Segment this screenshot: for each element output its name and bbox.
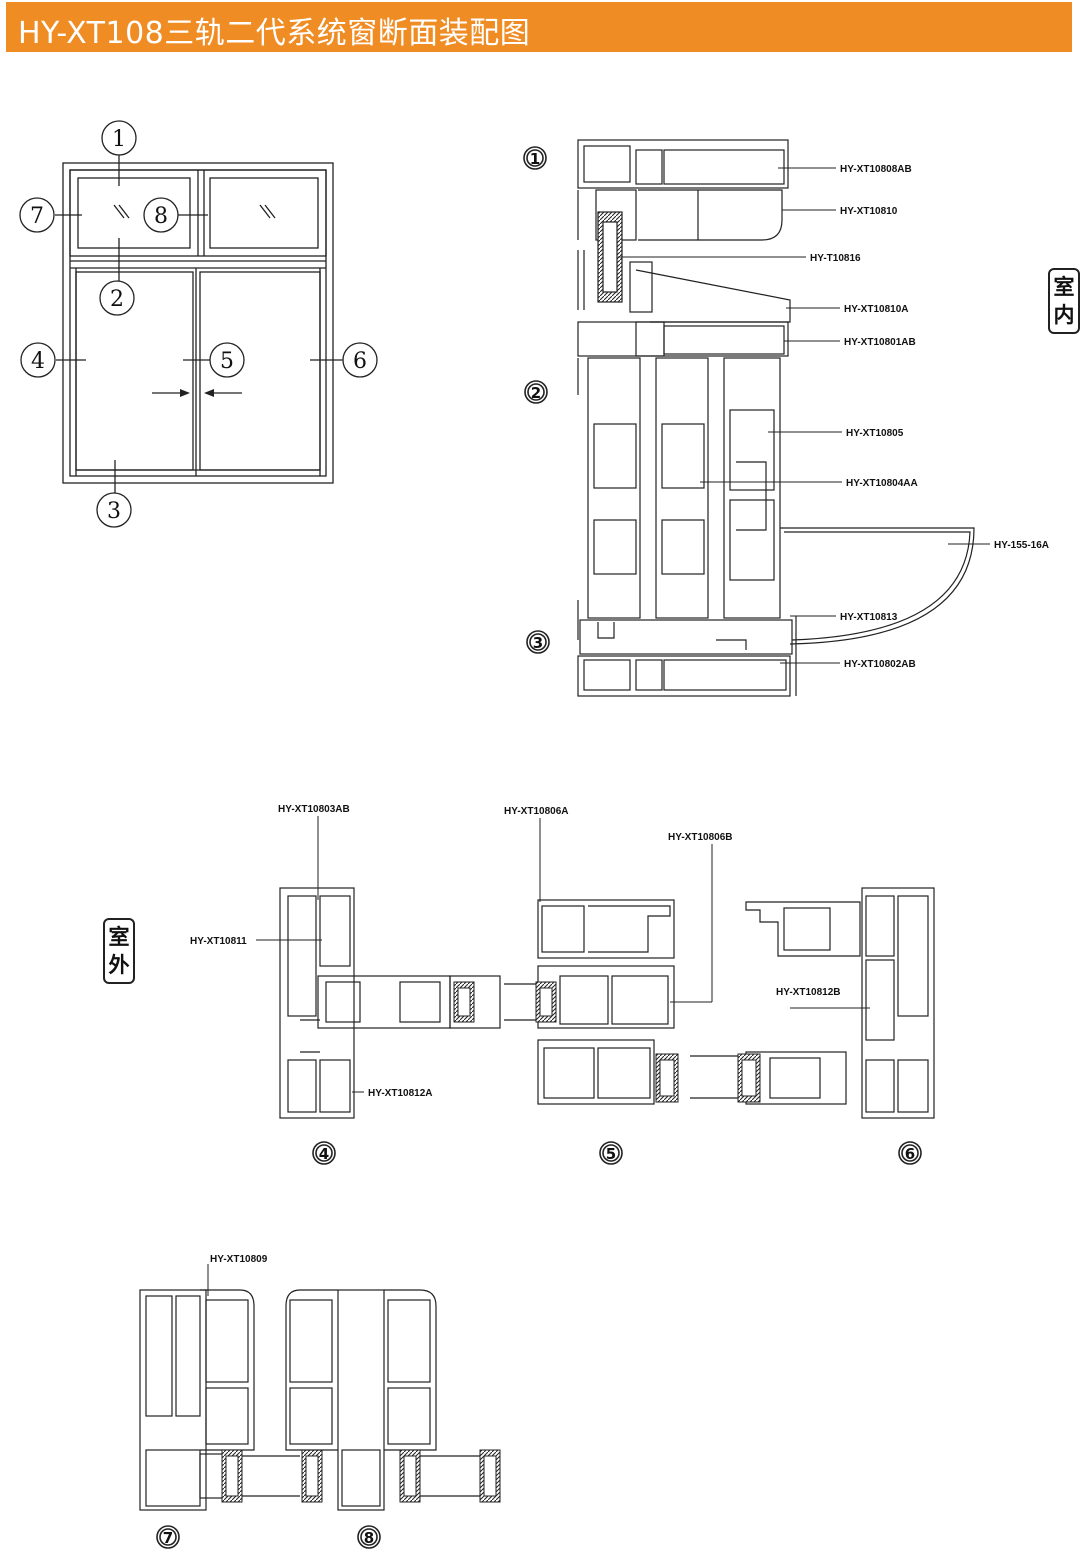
horizontal-section-5 bbox=[504, 899, 847, 1105]
section-marker-1: 1 bbox=[530, 150, 540, 168]
part-label-xt10802ab: HY-XT10802AB bbox=[844, 659, 916, 670]
part-label-xt10806b: HY-XT10806B bbox=[668, 832, 732, 843]
part-label-xt10805: HY-XT10805 bbox=[846, 428, 904, 439]
vertical-section-leaders bbox=[618, 167, 990, 664]
fixed-section-8 bbox=[285, 1289, 480, 1511]
part-label-xt10808ab: HY-XT10808AB bbox=[840, 164, 912, 175]
indoor-tag: 室内 bbox=[1048, 268, 1080, 334]
section-marker-4: 4 bbox=[319, 1145, 329, 1163]
title-banner: HY-XT108三轨二代系统窗断面装配图 bbox=[6, 2, 1072, 52]
elevation-marker-8: 8 bbox=[154, 204, 168, 229]
horizontal-section-leaders bbox=[256, 816, 870, 1093]
part-label-xt10813: HY-XT10813 bbox=[840, 612, 898, 623]
part-label-t10816: HY-T10816 bbox=[810, 253, 861, 264]
elevation-marker-2: 2 bbox=[110, 287, 124, 312]
part-label-xt10810: HY-XT10810 bbox=[840, 206, 898, 217]
part-label-xt10812b: HY-XT10812B bbox=[776, 987, 840, 998]
elevation-marker-1: 1 bbox=[112, 127, 126, 152]
elevation-marker-6: 6 bbox=[353, 349, 367, 374]
horizontal-section-6 bbox=[745, 887, 935, 1119]
elevation-markers bbox=[19, 120, 378, 528]
elevation-marker-4: 4 bbox=[31, 349, 45, 374]
section-marker-8: 8 bbox=[364, 1529, 374, 1547]
part-label-xt10811: HY-XT10811 bbox=[190, 936, 247, 947]
part-label-xt10806a: HY-XT10806A bbox=[504, 806, 568, 817]
page-title: HY-XT108三轨二代系统窗断面装配图 bbox=[18, 16, 531, 51]
elevation-marker-7: 7 bbox=[30, 204, 44, 229]
section-marker-7: 7 bbox=[163, 1529, 173, 1547]
section-marker-5: 5 bbox=[606, 1145, 616, 1163]
section-marker-6: 6 bbox=[905, 1145, 915, 1163]
part-label-xt10804aa: HY-XT10804AA bbox=[846, 478, 918, 489]
part-label-xt10803ab: HY-XT10803AB bbox=[278, 804, 350, 815]
section-marker-circles bbox=[156, 146, 922, 1549]
part-label-xt10809: HY-XT10809 bbox=[210, 1254, 268, 1265]
outdoor-tag: 室外 bbox=[103, 918, 135, 984]
elevation-marker-3: 3 bbox=[107, 499, 121, 524]
part-label-xt10812a: HY-XT10812A bbox=[368, 1088, 432, 1099]
section-marker-3: 3 bbox=[533, 634, 543, 652]
section-marker-2: 2 bbox=[531, 384, 541, 402]
elevation-marker-5: 5 bbox=[220, 349, 234, 374]
fixed-section-7 bbox=[139, 1289, 300, 1511]
part-label-xt10801ab: HY-XT10801AB bbox=[844, 337, 916, 348]
vertical-section bbox=[577, 139, 975, 697]
part-label-155-16a: HY-155-16A bbox=[994, 540, 1049, 551]
part-label-xt10810a: HY-XT10810A bbox=[844, 304, 908, 315]
horizontal-section-4 bbox=[279, 887, 501, 1119]
window-elevation bbox=[55, 155, 343, 493]
